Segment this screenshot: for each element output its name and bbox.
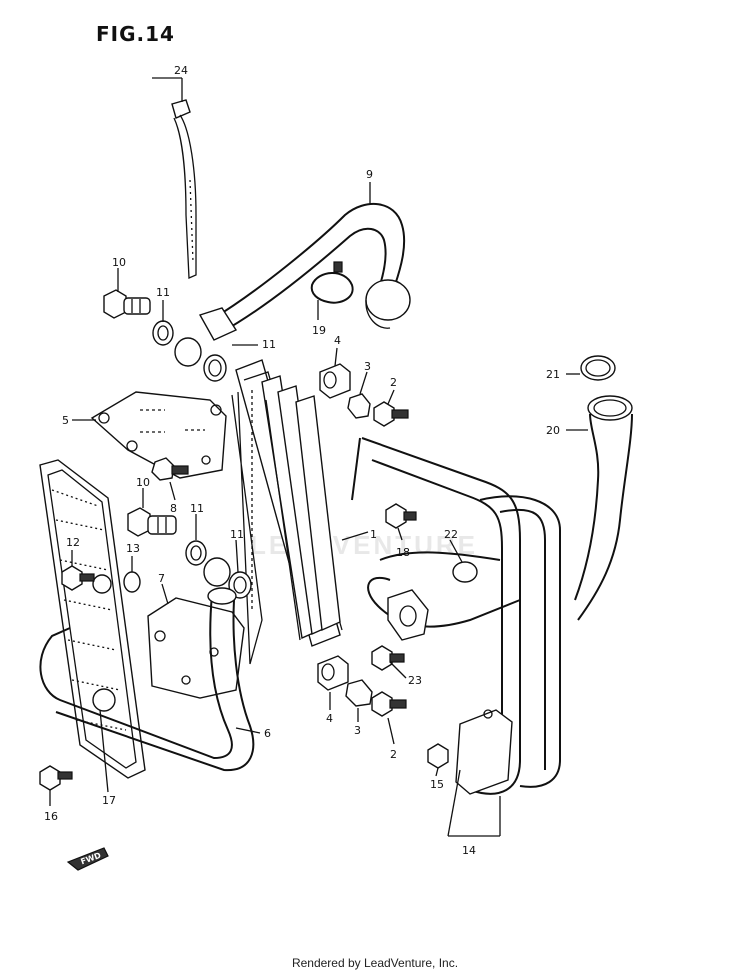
forward-direction-marker: FWD	[66, 847, 109, 871]
callout-11-a: 11	[156, 286, 170, 299]
part-exhaust-pipe[interactable]	[351, 437, 561, 795]
callout-11-c: 11	[190, 502, 204, 515]
figure-title: FIG.14	[96, 22, 175, 46]
callout-14: 14	[462, 844, 476, 857]
callout-12: 12	[66, 536, 80, 549]
callout-8: 6	[264, 727, 271, 740]
leader-lines	[49, 77, 588, 837]
part-cooler-guard[interactable]	[39, 459, 146, 779]
part-bolt-7[interactable]	[151, 457, 189, 481]
callout-9: 9	[366, 168, 373, 181]
part-union-bolt-upper[interactable]	[103, 289, 151, 319]
callout-21: 21	[546, 368, 560, 381]
callout-4-upper: 4	[334, 334, 341, 347]
callout-11-d: 11	[230, 528, 244, 541]
part-oil-hose-upper[interactable]	[198, 202, 411, 341]
callout-1: 1	[370, 528, 377, 541]
callout-20: 20	[546, 424, 560, 437]
callout-15: 15	[430, 778, 444, 791]
callout-10-lower: 10	[136, 476, 150, 489]
callout-3-lower: 3	[354, 724, 361, 737]
part-gasket-22[interactable]	[452, 561, 478, 583]
part-o-ring-13[interactable]	[123, 571, 141, 593]
callout-2-upper: 2	[390, 376, 397, 389]
part-oil-cooler[interactable]	[231, 359, 343, 665]
part-nut-15[interactable]	[427, 743, 449, 769]
part-collar-lower[interactable]	[345, 679, 373, 707]
part-grommet-upper[interactable]	[319, 363, 351, 399]
callout-16: 16	[44, 810, 58, 823]
part-grommet-lower[interactable]	[317, 655, 349, 691]
callout-labels: 24 9 10 11 19 11 4 3 2 21 5 20 10 8 11 1…	[44, 64, 560, 857]
part-bracket-upper[interactable]	[90, 391, 227, 479]
callout-4-lower: 4	[326, 712, 333, 725]
callout-10-upper: 10	[112, 256, 126, 269]
callout-22: 22	[444, 528, 458, 541]
callout-19: 19	[312, 324, 326, 337]
callout-13: 13	[126, 542, 140, 555]
part-gasket-b[interactable]	[174, 337, 202, 367]
part-bolt-2-upper[interactable]	[373, 401, 409, 427]
callout-24: 24	[174, 64, 188, 77]
part-bolt-23[interactable]	[371, 645, 405, 671]
part-bolt-16[interactable]	[39, 765, 73, 791]
part-union-bolt-lower[interactable]	[127, 507, 177, 537]
part-gasket-a[interactable]	[152, 320, 174, 346]
part-bolt-18[interactable]	[385, 503, 417, 529]
footer-credit: Rendered by LeadVenture, Inc.	[291, 956, 459, 970]
callout-7: 8	[170, 502, 177, 515]
part-cable-tie[interactable]	[171, 99, 197, 279]
callout-5: 5	[62, 414, 69, 427]
part-exhaust-outlet[interactable]	[574, 395, 633, 621]
part-oil-hose-lower[interactable]	[39, 587, 255, 772]
part-collar-upper[interactable]	[347, 393, 371, 419]
callout-2-lower: 2	[390, 748, 397, 761]
callout-11-b: 11	[262, 338, 276, 351]
part-bracket-lower[interactable]	[147, 597, 245, 699]
part-gasket-c[interactable]	[203, 354, 227, 382]
callout-17: 17	[102, 794, 116, 807]
callout-18: 18	[396, 546, 410, 559]
part-hose-clamp[interactable]	[310, 261, 354, 304]
callout-23: 23	[408, 674, 422, 687]
part-gasket-d[interactable]	[185, 540, 207, 566]
callout-3-upper: 3	[364, 360, 371, 373]
part-bolt-2-lower[interactable]	[371, 691, 407, 717]
part-gasket-e[interactable]	[203, 557, 231, 587]
callout-6: 7	[158, 572, 165, 585]
part-outlet-gasket[interactable]	[580, 355, 616, 381]
